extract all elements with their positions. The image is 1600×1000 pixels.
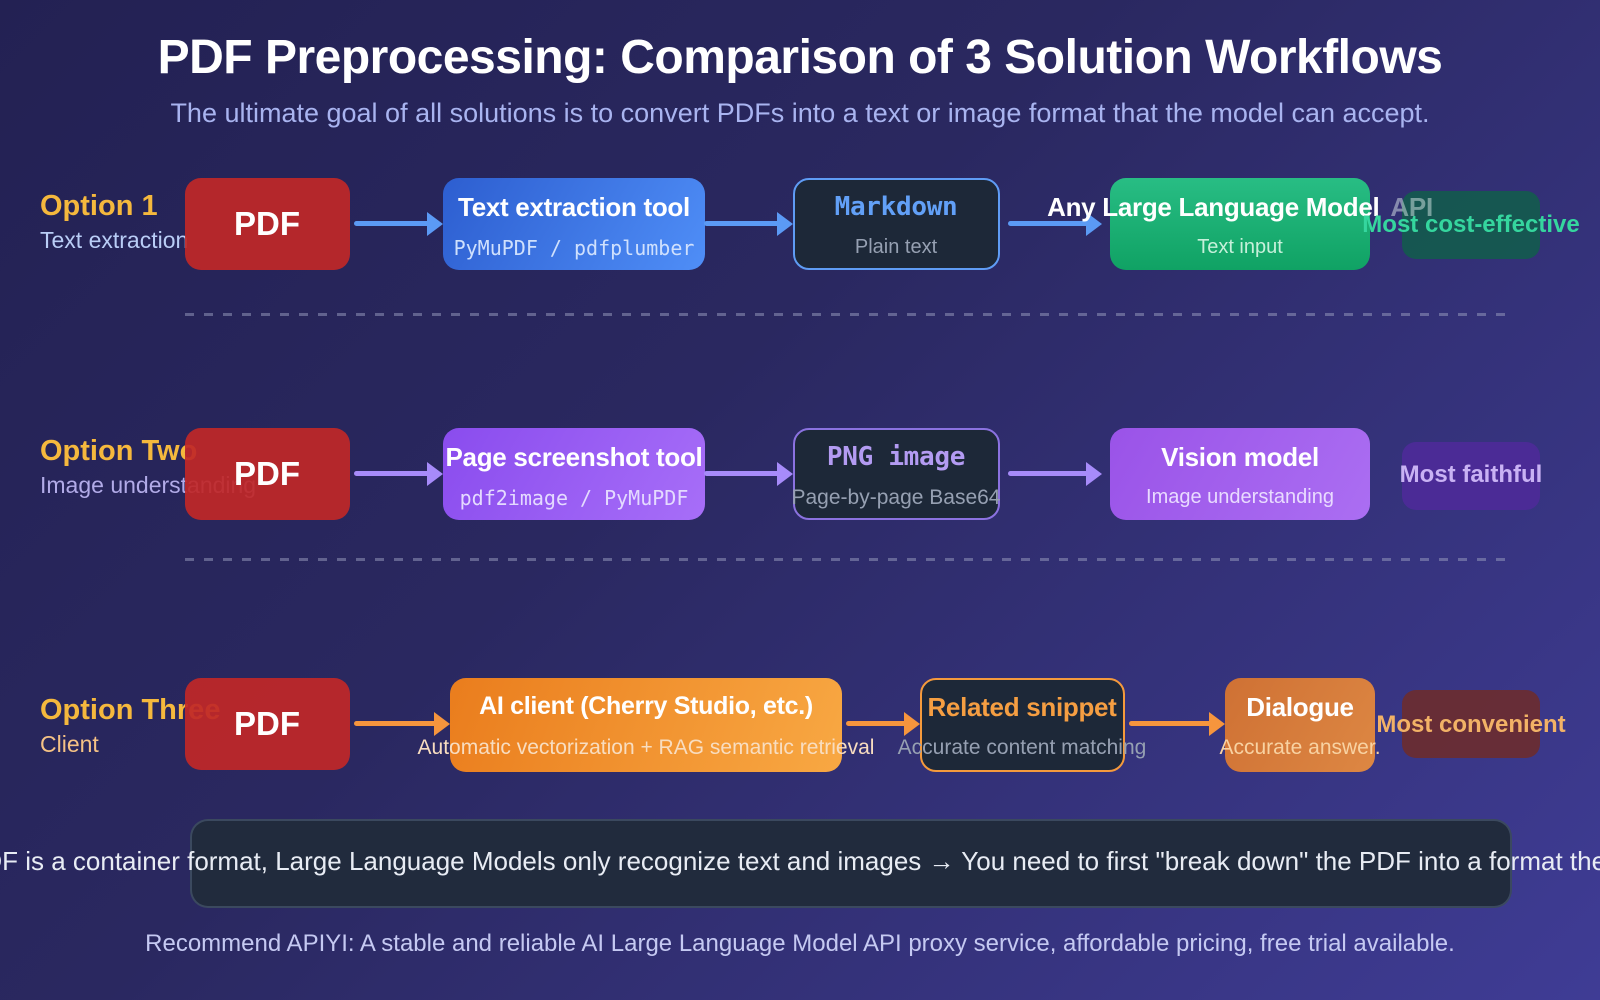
output-box <box>793 178 1000 270</box>
output-title: Markdown <box>834 192 958 222</box>
model-subtitle: Image understanding <box>1146 486 1334 508</box>
badge-label: Most cost-effective <box>1362 211 1580 238</box>
model-box <box>1110 178 1370 270</box>
output-box <box>920 678 1125 772</box>
tool-title: Page screenshot tool <box>445 442 703 472</box>
right-arrow-icon <box>704 461 793 487</box>
right-arrow-icon <box>354 711 450 737</box>
option-sublabel: Text extraction <box>40 227 189 253</box>
model-subtitle: Text input <box>1197 236 1283 258</box>
badge <box>1402 690 1540 758</box>
right-arrow-icon <box>1129 711 1225 737</box>
tool-title: Text extraction tool <box>458 192 690 222</box>
output-subtitle: Plain text <box>854 236 938 258</box>
output-subtitle: Page-by-page Base64 <box>791 486 1001 509</box>
model-subtitle: Accurate answer. <box>1219 736 1381 759</box>
model-title-suffix: API <box>1390 192 1433 222</box>
right-arrow-icon <box>354 461 443 487</box>
right-arrow-icon <box>846 711 920 737</box>
tool-subtitle: Automatic vectorization + RAG semantic r… <box>417 736 875 759</box>
tool-box <box>443 428 705 520</box>
tool-box <box>443 178 705 270</box>
pdf-label: PDF <box>234 455 300 492</box>
model-box <box>1225 678 1375 772</box>
pdf-box <box>185 178 350 270</box>
workflow-row-option-1: Option 1 Text extraction PDF Text extrac… <box>0 178 1600 298</box>
badge-label: Most convenient <box>1376 711 1566 738</box>
summary-note-box <box>190 819 1512 908</box>
workflow-row-option-2: Option Two Image understanding PDF Page … <box>0 428 1600 548</box>
option-label: Option Two <box>40 435 198 467</box>
model-title: Dialogue <box>1246 692 1354 722</box>
right-arrow-icon <box>354 211 443 237</box>
badge-label: Most faithful <box>1399 461 1543 488</box>
pdf-box <box>185 678 350 770</box>
row-divider <box>185 558 1515 561</box>
output-box <box>793 428 1000 520</box>
tool-subtitle: pdf2image / PyMuPDF <box>459 486 689 510</box>
right-arrow-icon <box>704 211 793 237</box>
tool-subtitle: PyMuPDF / pdfplumber <box>453 236 695 260</box>
model-box <box>1110 428 1370 520</box>
workflow-row-option-3: Option Three Client PDF AI client (Cherr… <box>0 678 1600 798</box>
page-subtitle: The ultimate goal of all solutions is to… <box>170 98 1430 128</box>
summary-note-text: PDF is a container format, Large Languag… <box>0 846 1600 876</box>
footer-recommendation: Recommend APIYI: A stable and reliable A… <box>145 930 1455 957</box>
model-title: Vision model <box>1161 442 1319 472</box>
badge <box>1402 191 1540 259</box>
option-label: Option 1 <box>40 190 158 222</box>
output-title: Related snippet <box>927 692 1117 722</box>
right-arrow-icon <box>1008 211 1102 237</box>
right-arrow-icon <box>1008 461 1102 487</box>
tool-box <box>450 678 842 772</box>
page-title: PDF Preprocessing: Comparison of 3 Solut… <box>157 31 1443 84</box>
pdf-label: PDF <box>234 205 300 242</box>
tool-title: AI client (Cherry Studio, etc.) <box>479 692 813 720</box>
output-title: PNG image <box>826 442 966 472</box>
pdf-label: PDF <box>234 705 300 742</box>
option-sublabel: Client <box>40 731 99 757</box>
badge <box>1402 442 1540 510</box>
row-divider <box>185 313 1515 316</box>
output-subtitle: Accurate content matching <box>897 736 1147 759</box>
pdf-box <box>185 428 350 520</box>
